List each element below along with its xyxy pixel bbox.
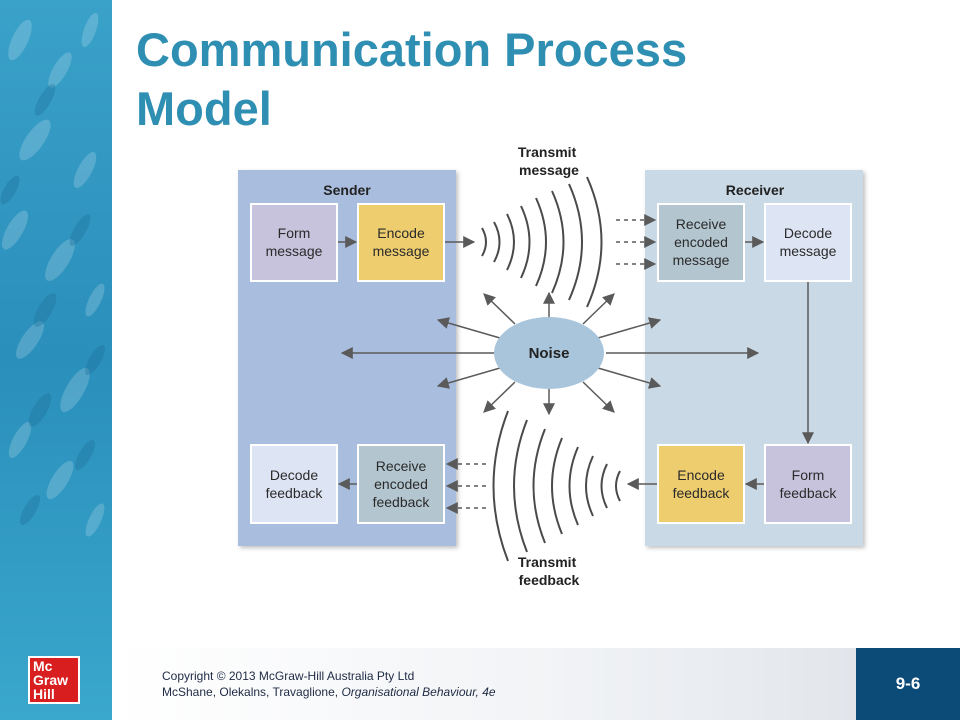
left-decorative-band: Mc Graw Hill — [0, 0, 112, 720]
title-line-2: Model — [136, 82, 272, 135]
slide-title: Communication Process Model — [136, 20, 936, 138]
transmit-message-label: Transmit message — [518, 144, 580, 178]
mcgraw-hill-logo: Mc Graw Hill — [28, 656, 80, 704]
noise-label: Noise — [529, 345, 570, 362]
receiver-label: Receiver — [726, 182, 785, 198]
noise-node: Noise — [494, 317, 604, 389]
fish-pattern — [0, 12, 105, 537]
flow-arrows — [337, 236, 814, 490]
sender-label: Sender — [323, 182, 371, 198]
feedback-waves — [492, 410, 621, 562]
citation-line: McShane, Olekalns, Travaglione, Organisa… — [162, 684, 496, 700]
transmit-feedback-label: Transmit feedback — [518, 554, 580, 588]
noise-arrows — [340, 291, 760, 416]
title-line-1: Communication Process — [136, 23, 688, 76]
footer-text: Copyright © 2013 McGraw-Hill Australia P… — [162, 668, 496, 700]
message-waves — [481, 176, 603, 308]
copyright-line: Copyright © 2013 McGraw-Hill Australia P… — [162, 669, 415, 683]
citation-authors: McShane, Olekalns, Travaglione, — [162, 685, 342, 699]
citation-book: Organisational Behaviour, 4e — [341, 685, 496, 699]
footer-bar — [112, 648, 856, 720]
dashed-arrows — [445, 214, 657, 514]
page-number: 9-6 — [856, 648, 960, 720]
